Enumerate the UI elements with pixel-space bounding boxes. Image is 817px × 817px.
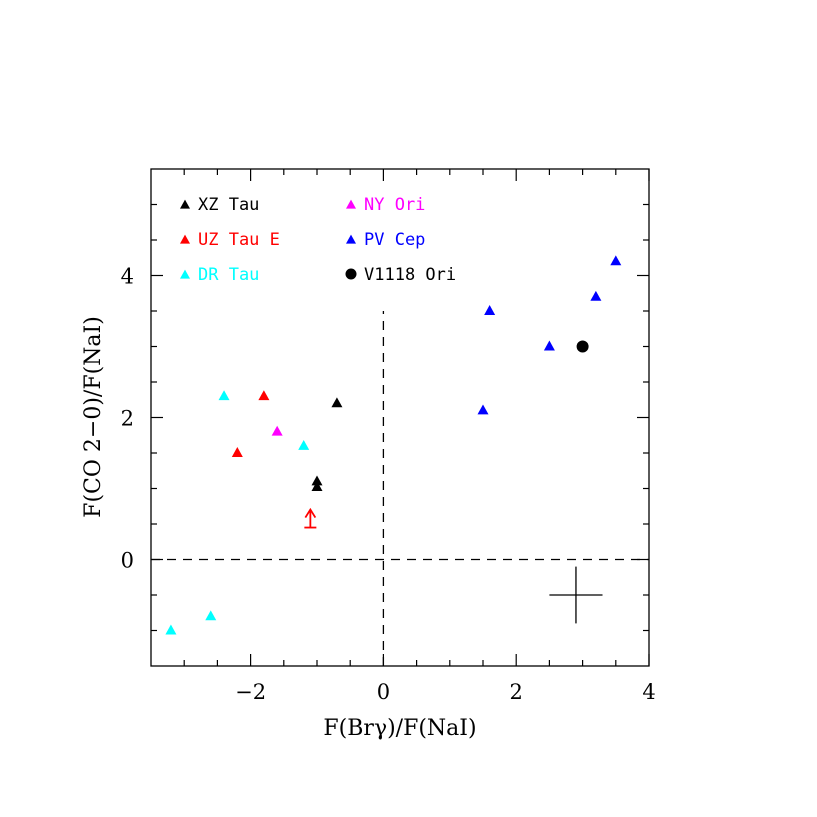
point-pv-cep [590,290,602,301]
point-ny-ori [271,425,283,436]
point-xz-tau [331,397,343,408]
point-uz-tau-e [258,390,270,401]
point-xz-tau [311,475,323,486]
legend-label-uz-tau-e: UZ Tau E [198,230,280,250]
y-axis-label: F(CO 2−0)/F(NaI) [81,316,106,518]
legend-label-v1118-ori: V1118 Ori [364,265,456,285]
legend-label-ny-ori: NY Ori [364,195,425,215]
point-xz-tau [311,481,323,492]
x-tick-label: 4 [642,680,655,704]
x-tick-label: 2 [510,680,523,704]
x-tick-label: 0 [377,680,390,704]
legend-marker-dr-tau [180,269,190,279]
legend-label-pv-cep: PV Cep [364,230,425,250]
lower-limit-arrow-uz-tau-e [304,507,317,519]
point-dr-tau [218,390,230,401]
reference-lines [151,311,649,666]
y-tick-label: 0 [121,549,134,573]
point-pv-cep [543,340,555,351]
data-markers [165,255,622,635]
legend-marker-xz-tau [180,199,190,209]
y-tick-label: 2 [121,407,134,431]
legend-label-dr-tau: DR Tau [198,265,259,285]
error-bar [549,566,603,624]
point-uz-tau-e [231,447,243,457]
point-dr-tau [298,439,310,450]
legend-marker-pv-cep [346,234,356,244]
legend-marker-ny-ori [346,199,356,209]
tick-labels: −2 0 2 4 0 2 4 [121,265,656,705]
legend-marker-v1118-ori [345,268,357,280]
legend-marker-uz-tau-e [180,234,190,244]
point-dr-tau [205,610,217,621]
y-tick-label: 4 [121,265,134,289]
point-pv-cep [484,305,496,315]
point-pv-cep [477,404,489,415]
x-axis-label: F(Brγ)/F(NaI) [323,716,476,741]
point-dr-tau [165,624,177,635]
x-tick-label: −2 [235,680,266,704]
point-pv-cep [610,255,622,266]
legend-label-xz-tau: XZ Tau [198,195,259,215]
point-v1118-ori [576,340,589,353]
